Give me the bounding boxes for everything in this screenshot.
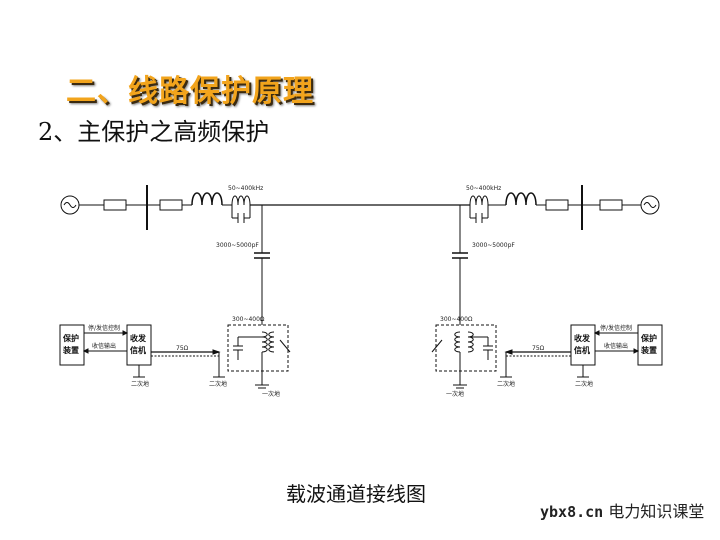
breaker-right-icon [545,199,569,211]
coupling-cap-right-label: 3000~5000pF [472,242,515,249]
ground-left-a: 二次地 [131,380,149,388]
protection-left-line1: 保护 [62,333,79,343]
signal-bottom-right: 收信输出 [604,342,628,350]
cable-left-label: 75Ω [176,345,189,352]
protection-right-line2: 装置 [640,345,657,355]
transceiver-right [570,324,596,366]
protection-device-left [59,324,85,366]
transceiver-left [126,324,152,366]
coupling-filter-right [435,324,497,372]
transformer-right-icon [599,199,623,211]
coupling-filter-left [227,324,289,372]
diagram-caption: 载波通道接线图 [286,482,426,506]
coupling-cap-left-label: 3000~5000pF [216,242,259,249]
signal-bottom-left: 收信输出 [92,342,116,350]
transmission-line [60,185,660,230]
wave-trap-right-icon [469,195,489,206]
ground-right-b: 二次地 [497,380,515,388]
wave-trap-right-label: 50~400kHz [466,185,501,192]
ground-left-c: 一次地 [262,390,280,398]
wave-trap-left-icon [231,195,251,206]
cable-right-label: 75Ω [532,345,545,352]
watermark-site: ybx8.cn [540,503,604,521]
reactor-left-icon [191,192,223,206]
breaker-left-icon [159,199,183,211]
left-station [59,324,221,378]
filter-right-label: 300~400Ω [440,316,473,323]
watermark: ybx8.cn 电力知识课堂 [540,498,704,522]
transceiver-left-line2: 信机 [130,345,146,355]
transformer-left-icon [103,199,127,211]
transceiver-right-line1: 收发 [574,333,591,343]
reactor-right-icon [505,192,537,206]
slide-title: 二、线路保护原理 [66,74,314,109]
protection-left-line2: 装置 [62,345,79,355]
coupling-left [213,205,291,389]
transceiver-left-line1: 收发 [130,333,147,343]
generator-right-icon [640,195,660,215]
signal-top-right: 停/发信控制 [600,324,632,332]
protection-right-line1: 保护 [640,333,657,343]
slide-subtitle: 2、主保护之高频保护 [38,118,270,146]
protection-device-right [637,324,663,366]
transceiver-right-line2: 信机 [574,345,590,355]
ground-right-a: 一次地 [446,390,464,398]
right-station [504,324,663,378]
coupling-right [431,205,512,389]
ground-left-b: 二次地 [209,380,227,388]
filter-left-label: 300~400Ω [232,316,265,323]
wave-trap-left-label: 50~400kHz [228,185,263,192]
watermark-brand: 电力知识课堂 [608,502,705,521]
signal-top-left: 停/发信控制 [88,324,120,332]
ground-right-c: 二次地 [575,380,593,388]
